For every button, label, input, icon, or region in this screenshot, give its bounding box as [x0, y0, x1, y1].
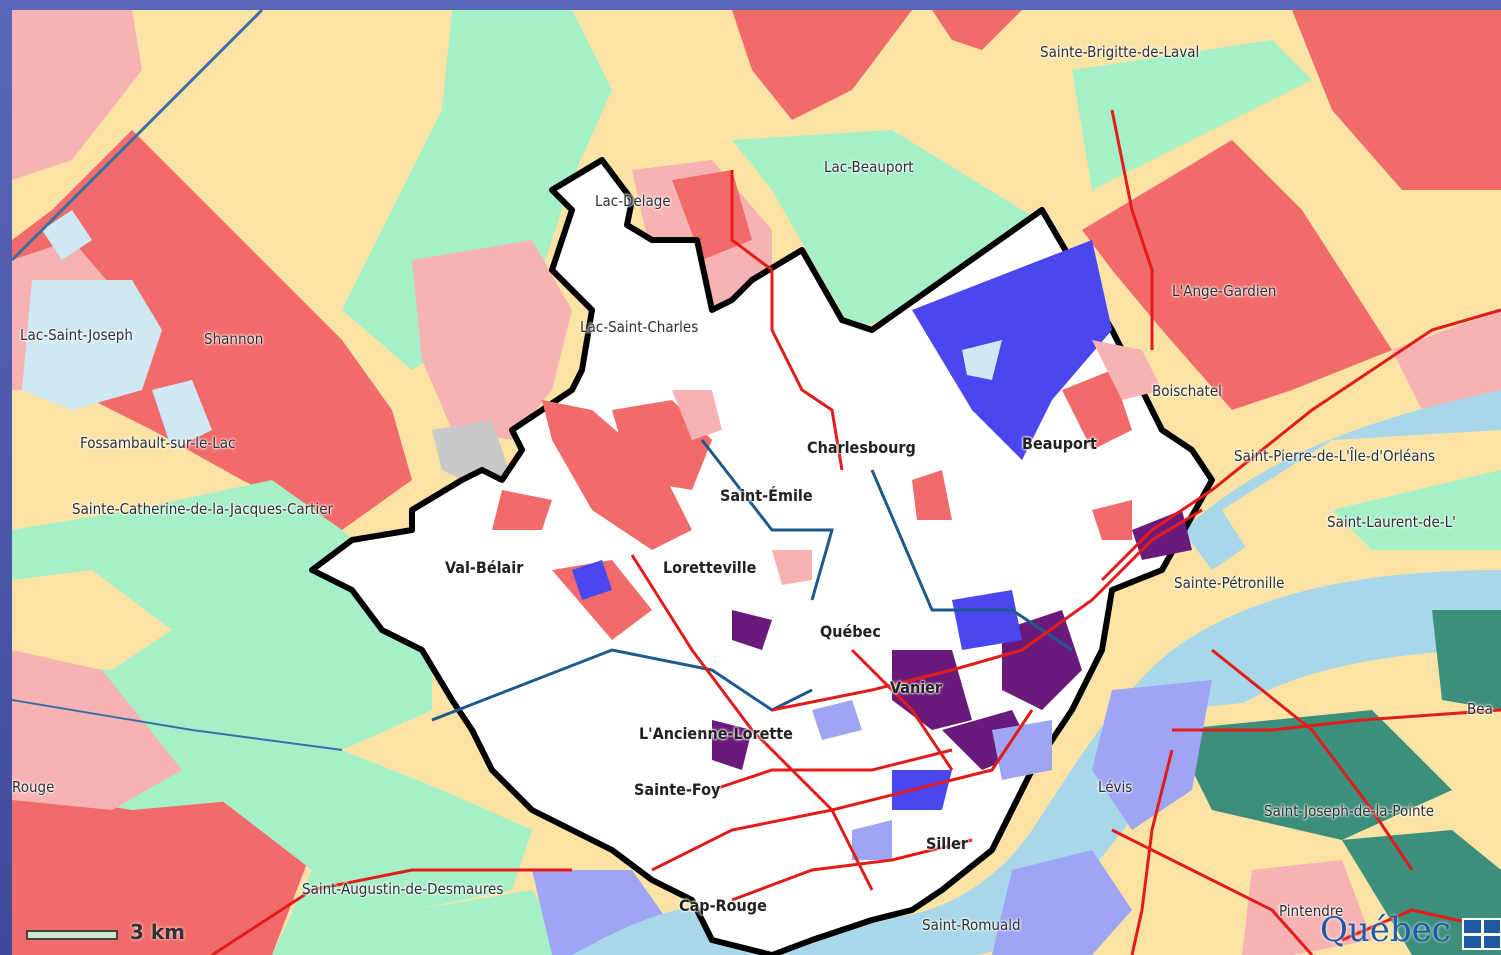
boundary-line	[12, 10, 264, 262]
district-line	[431, 648, 813, 722]
zone-red	[912, 470, 952, 520]
place-label: Lac-Saint-Joseph	[20, 326, 133, 344]
river	[572, 570, 1501, 955]
city-label: Québec	[820, 622, 881, 641]
place-label: Bea	[1467, 700, 1493, 718]
zone-red	[732, 10, 912, 120]
city-label: Val-Bélair	[445, 558, 524, 577]
place-label: Saint-Laurent-de-L'	[1327, 513, 1456, 531]
city-label: Saint-Émile	[720, 486, 813, 505]
district-line	[700, 439, 834, 601]
city-label: Siller	[926, 834, 969, 853]
fleur-de-lis-flag-icon	[1462, 918, 1501, 950]
zone-lavender	[852, 820, 892, 860]
zone-pink	[12, 650, 182, 810]
place-label: Lac-Saint-Charles	[580, 318, 699, 336]
zone-pink	[1242, 860, 1372, 955]
zone-red	[12, 790, 312, 955]
place-label: Saint-Pierre-de-L'Île-d'Orléans	[1234, 447, 1436, 465]
city-label: Loretteville	[663, 558, 757, 577]
zone-lavender	[812, 700, 862, 740]
zone-lavender	[992, 850, 1132, 955]
map-canvas	[12, 10, 1501, 955]
zone-red	[1292, 10, 1501, 190]
zone-teal	[1172, 710, 1452, 840]
zone-lavender	[992, 720, 1052, 780]
place-label: Fossambault-sur-le-Lac	[80, 434, 236, 452]
zone-pink	[772, 550, 812, 585]
place-label: Lévis	[1098, 778, 1133, 796]
zone-green	[272, 870, 572, 955]
city-label: Beauport	[1022, 434, 1097, 453]
city-label: L'Ancienne-Lorette	[639, 724, 793, 743]
place-label: Sainte-Pétronille	[1174, 574, 1285, 592]
zone-lavender	[1092, 680, 1212, 830]
lake	[22, 280, 162, 410]
zone-red	[932, 10, 1022, 50]
zone-blue	[572, 560, 612, 600]
zone-red	[1092, 500, 1132, 540]
zone-red	[492, 490, 552, 530]
zone-purple	[712, 720, 752, 770]
lake	[152, 380, 212, 450]
place-label: Shannon	[204, 330, 264, 348]
boundary-line	[12, 699, 343, 751]
district-line	[870, 469, 1073, 652]
place-label: Pintendre	[1279, 902, 1344, 920]
city-label: Sainte-Foy	[634, 780, 721, 799]
scale-label: 3 km	[130, 920, 186, 944]
place-label: Sainte-Brigitte-de-Laval	[1040, 43, 1200, 61]
scale-bar	[26, 930, 118, 940]
zone-pink	[412, 240, 572, 440]
zone-blue	[912, 240, 1112, 460]
lake	[962, 340, 1002, 380]
zone-teal	[1342, 830, 1501, 955]
zone-yellow	[592, 10, 772, 120]
zone-pink	[1092, 340, 1162, 400]
zone-red	[542, 400, 692, 550]
quebec-logo-text: Québec	[1320, 910, 1451, 950]
place-label: Boischatel	[1152, 382, 1222, 400]
zone-green	[1332, 470, 1501, 550]
choropleth-map[interactable]: Sainte-Brigitte-de-Laval Lac-Beauport La…	[12, 10, 1501, 955]
city-label: Charlesbourg	[807, 438, 916, 457]
place-label: Saint-Augustin-de-Desmaures	[302, 880, 504, 898]
zone-green	[732, 130, 1042, 330]
place-label: Lac-Beauport	[824, 158, 914, 176]
zone-purple	[1002, 610, 1082, 710]
zone-yellow	[12, 570, 172, 670]
zone-blue	[892, 770, 952, 810]
place-label: Sainte-Catherine-de-la-Jacques-Cartier	[72, 500, 334, 518]
place-label: Saint-Romuald	[922, 916, 1021, 934]
zone-red	[1082, 140, 1392, 410]
zone-teal	[1432, 610, 1501, 710]
zone-purple	[732, 610, 772, 650]
zone-blue	[952, 590, 1022, 650]
lake	[42, 210, 92, 260]
city-label: Cap-Rouge	[679, 896, 767, 915]
zone-pink	[12, 10, 142, 180]
road-network	[211, 109, 1501, 955]
place-label: Rouge	[12, 778, 55, 796]
zone-red	[12, 130, 412, 530]
city-label: Vanier	[890, 678, 943, 697]
place-label: L'Ange-Gardien	[1172, 282, 1277, 300]
zone-pink	[672, 390, 722, 440]
place-label: Saint-Joseph-de-la-Pointe	[1264, 802, 1435, 820]
zone-green	[1072, 40, 1312, 190]
zone-green	[342, 10, 612, 370]
zone-red	[1062, 370, 1132, 450]
place-label: Lac-Delage	[595, 192, 671, 210]
